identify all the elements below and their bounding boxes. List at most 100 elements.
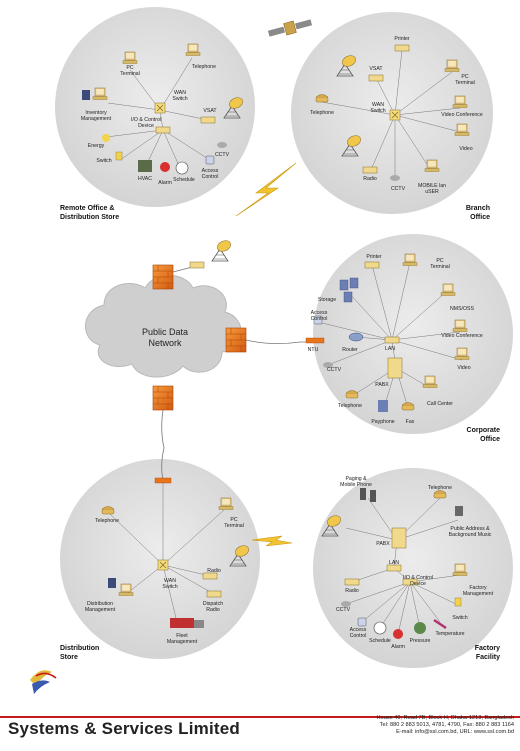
svg-text:Inventory: Inventory — [85, 110, 107, 116]
svg-text:Storage: Storage — [318, 297, 336, 303]
svg-text:Pressure: Pressure — [410, 638, 431, 644]
svg-text:PABX: PABX — [376, 541, 390, 547]
svg-text:Control: Control — [311, 316, 328, 322]
svg-text:Management: Management — [463, 591, 494, 597]
svg-text:Video Conference: Video Conference — [441, 333, 483, 339]
svg-text:Payphone: Payphone — [371, 419, 394, 425]
svg-text:Video: Video — [459, 146, 472, 152]
svg-text:Alarm: Alarm — [158, 180, 172, 186]
svg-text:Telephone: Telephone — [310, 110, 334, 116]
firewall-right — [225, 327, 247, 353]
svg-text:Switch: Switch — [370, 108, 385, 114]
svg-text:HVAC: HVAC — [138, 176, 152, 182]
svg-text:MOBILE lan: MOBILE lan — [418, 183, 446, 189]
svg-text:Access: Access — [311, 310, 328, 316]
svg-text:Printer: Printer — [394, 36, 410, 42]
distribution-store-title: Distribution — [60, 645, 99, 652]
svg-text:Management: Management — [81, 116, 112, 122]
svg-text:Video Conference: Video Conference — [441, 112, 483, 118]
svg-text:Alarm: Alarm — [391, 644, 405, 650]
svg-text:Radio: Radio — [363, 176, 377, 182]
svg-text:Management: Management — [167, 639, 198, 645]
footer: Systems & Services Limited House 40, Roa… — [0, 705, 520, 751]
svg-text:Office: Office — [470, 214, 490, 221]
svg-text:Device: Device — [138, 123, 154, 129]
svg-text:Telephone: Telephone — [95, 518, 119, 524]
svg-text:PC: PC — [461, 74, 468, 80]
remote-office-title: Remote Office & — [60, 205, 114, 212]
svg-text:LAN: LAN — [389, 560, 399, 566]
contact-line: E-mail: info@ssl.com.bd, URL: www.ssl.co… — [396, 729, 514, 735]
svg-text:Radio: Radio — [206, 607, 220, 613]
distribution-store-group: Telephone PC Terminal WAN Switch Radio D… — [85, 483, 251, 645]
svg-text:Energy: Energy — [88, 143, 105, 149]
remote-office-group: PC Terminal Telephone Inventory Manageme… — [81, 43, 245, 186]
svg-text:Paging &: Paging & — [345, 476, 367, 482]
svg-text:PC: PC — [436, 258, 443, 264]
company-logo-icon — [30, 670, 57, 694]
svg-text:Background Music: Background Music — [449, 532, 492, 538]
svg-text:I/O & Control: I/O & Control — [403, 575, 433, 581]
svg-text:NTU: NTU — [308, 347, 319, 353]
svg-text:WAN: WAN — [164, 578, 176, 584]
phone-line: Tel: 880 2 883 5013, 4781, 4790, Fax: 88… — [379, 722, 514, 728]
svg-text:Mobile Phone: Mobile Phone — [340, 482, 372, 488]
corporate-office-title: Corporate — [467, 427, 501, 434]
svg-text:Dispatch: Dispatch — [203, 601, 223, 607]
svg-text:uSER: uSER — [425, 189, 439, 195]
svg-text:CCTV: CCTV — [336, 607, 351, 613]
svg-text:LAN: LAN — [385, 346, 395, 352]
svg-text:Distribution: Distribution — [87, 601, 113, 607]
distribution-store-circle — [60, 459, 260, 659]
svg-text:WAN: WAN — [174, 90, 186, 96]
svg-text:PC: PC — [126, 65, 133, 71]
svg-text:Factory: Factory — [469, 585, 487, 591]
svg-text:Switch: Switch — [452, 615, 467, 621]
svg-text:Facility: Facility — [476, 654, 500, 661]
public-data-network-cloud: Public Data Network — [85, 274, 242, 378]
distribution-router — [154, 477, 172, 484]
svg-text:Management: Management — [85, 607, 116, 613]
firewall-top — [152, 264, 174, 290]
svg-text:CCTV: CCTV — [327, 367, 342, 373]
svg-text:Fleet: Fleet — [176, 633, 188, 639]
svg-text:CCTV: CCTV — [215, 152, 230, 158]
svg-text:Public Address &: Public Address & — [450, 526, 490, 532]
factory-facility-group: Paging & Mobile Phone Telephone Public A… — [321, 476, 494, 650]
svg-text:Fax: Fax — [406, 419, 415, 425]
svg-text:PABX: PABX — [375, 382, 389, 388]
svg-text:Switch: Switch — [162, 584, 177, 590]
cloud-label-line1: Public Data — [142, 327, 188, 337]
svg-text:Access: Access — [202, 168, 219, 174]
svg-text:Office: Office — [480, 436, 500, 443]
svg-text:Telephone: Telephone — [338, 403, 362, 409]
svg-text:Video: Video — [457, 365, 470, 371]
svg-text:Switch: Switch — [172, 96, 187, 102]
svg-text:CCTV: CCTV — [391, 186, 406, 192]
wireless-link-bolt-factory — [251, 535, 293, 547]
svg-text:Device: Device — [410, 581, 426, 587]
svg-text:Access: Access — [350, 627, 367, 633]
firewall-bottom — [152, 385, 174, 411]
svg-text:Schedule: Schedule — [173, 177, 195, 183]
address-line: House 40, Road 7B, Block H, Dhaka-1213, … — [376, 715, 514, 721]
branch-office-title: Branch — [466, 205, 490, 212]
cloud-label-line2: Network — [148, 338, 182, 348]
svg-text:Control: Control — [350, 633, 367, 639]
svg-text:Terminal: Terminal — [455, 80, 475, 86]
factory-facility-title: Factory — [475, 645, 500, 652]
svg-text:PC: PC — [230, 517, 237, 523]
wireless-link-bolt — [235, 162, 297, 217]
svg-text:Call Center: Call Center — [427, 401, 453, 407]
svg-text:Radio: Radio — [207, 568, 221, 574]
satellite-icon — [267, 19, 313, 37]
svg-text:Terminal: Terminal — [120, 71, 140, 77]
svg-text:Control: Control — [202, 174, 219, 180]
svg-text:Store: Store — [60, 654, 78, 661]
svg-text:VSAT: VSAT — [369, 66, 383, 72]
svg-text:Temperature: Temperature — [435, 631, 464, 637]
svg-text:Terminal: Terminal — [224, 523, 244, 529]
footer-divider — [0, 716, 520, 718]
svg-text:Terminal: Terminal — [430, 264, 450, 270]
